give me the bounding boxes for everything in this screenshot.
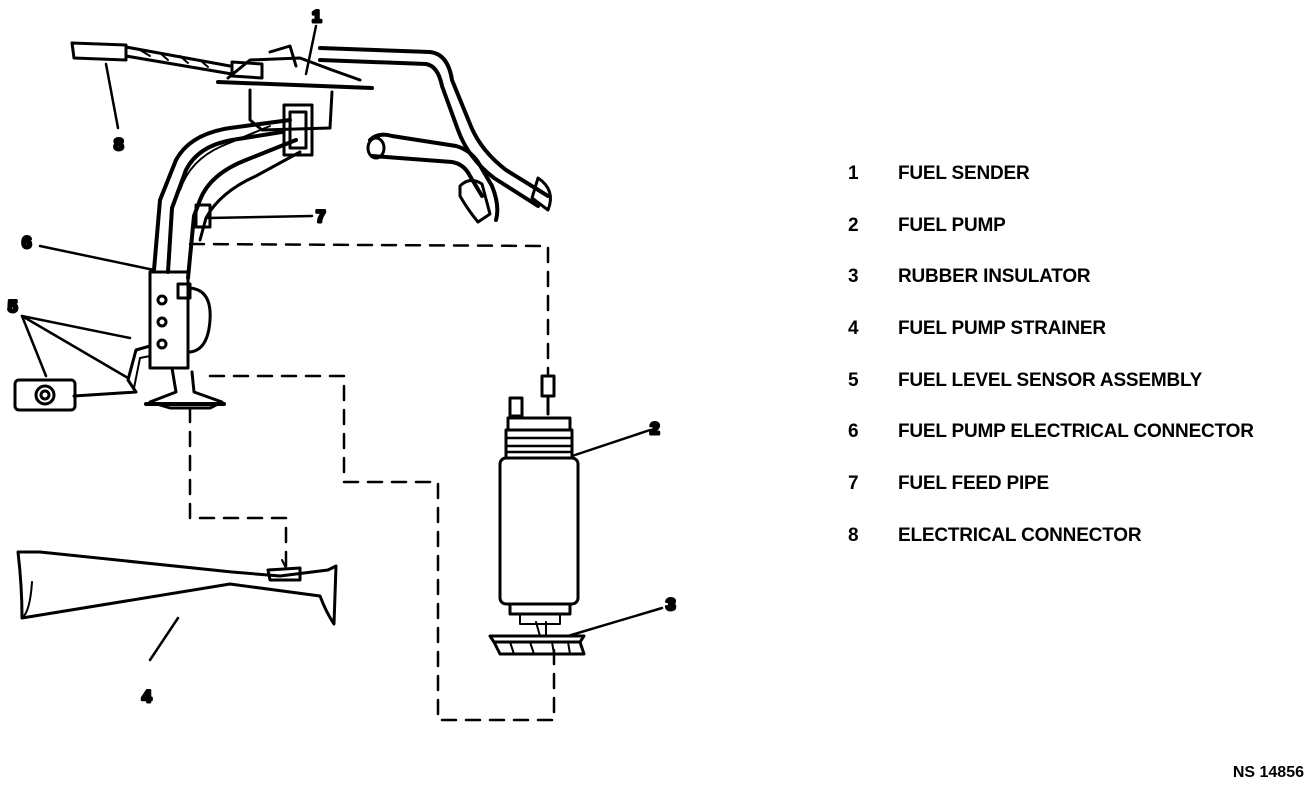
callout-2: 2	[650, 419, 659, 438]
figure-reference-number: NS 14856	[1232, 764, 1304, 781]
legend-item: 5 FUEL LEVEL SENSOR ASSEMBLY	[848, 370, 1254, 422]
legend-item: 2 FUEL PUMP	[848, 215, 1254, 267]
legend-label: FUEL PUMP STRAINER	[898, 318, 1106, 340]
fuel-feed-pipe-part	[152, 118, 302, 280]
legend-item: 1 FUEL SENDER	[848, 163, 1254, 215]
fuel-pump-part	[498, 374, 580, 625]
legend-label: ELECTRICAL CONNECTOR	[898, 524, 1142, 546]
legend-number: 3	[848, 266, 859, 288]
callout-7: 7	[316, 207, 325, 226]
callout-5: 5	[8, 297, 17, 316]
legend-number: 7	[848, 473, 859, 495]
fuel-pump-strainer-part	[16, 550, 338, 626]
float-part	[13, 378, 77, 412]
legend-item: 7 FUEL FEED PIPE	[848, 473, 1254, 525]
callout-1: 1	[312, 7, 321, 26]
electrical-connector-part	[70, 41, 264, 80]
parts-legend: 1 FUEL SENDER 2 FUEL PUMP 3 RUBBER INSULATO…	[848, 163, 1254, 577]
legend-number: 5	[848, 369, 859, 391]
legend-item: 3 RUBBER INSULATOR	[848, 266, 1254, 318]
legend-item: 8 ELECTRICAL CONNECTOR	[848, 525, 1254, 577]
legend-label: RUBBER INSULATOR	[898, 266, 1091, 288]
callout-6: 6	[22, 233, 31, 252]
legend-label: FUEL FEED PIPE	[898, 473, 1049, 495]
callout-3: 3	[666, 595, 675, 614]
leader-lines	[20, 24, 664, 662]
legend-item: 4 FUEL PUMP STRAINER	[848, 318, 1254, 370]
callout-4: 4	[142, 687, 152, 706]
legend-label: FUEL PUMP ELECTRICAL CONNECTOR	[898, 421, 1254, 443]
legend-number: 6	[848, 421, 859, 443]
legend-label: FUEL PUMP	[898, 214, 1006, 236]
legend-number: 1	[848, 163, 859, 184]
sender-bracket-part	[72, 270, 212, 398]
alignment-lines	[188, 242, 556, 722]
legend-number: 4	[848, 318, 859, 340]
pump-holder-part	[144, 366, 226, 410]
legend-number: 2	[848, 214, 859, 236]
fuel-sender-part	[216, 44, 552, 224]
legend-label: FUEL SENDER	[898, 163, 1030, 184]
rubber-insulator-part	[488, 621, 586, 656]
callout-8: 8	[114, 135, 123, 154]
legend-label: FUEL LEVEL SENSOR ASSEMBLY	[898, 369, 1203, 391]
legend-item: 6 FUEL PUMP ELECTRICAL CONNECTOR	[848, 421, 1254, 473]
legend-number: 8	[848, 524, 859, 546]
